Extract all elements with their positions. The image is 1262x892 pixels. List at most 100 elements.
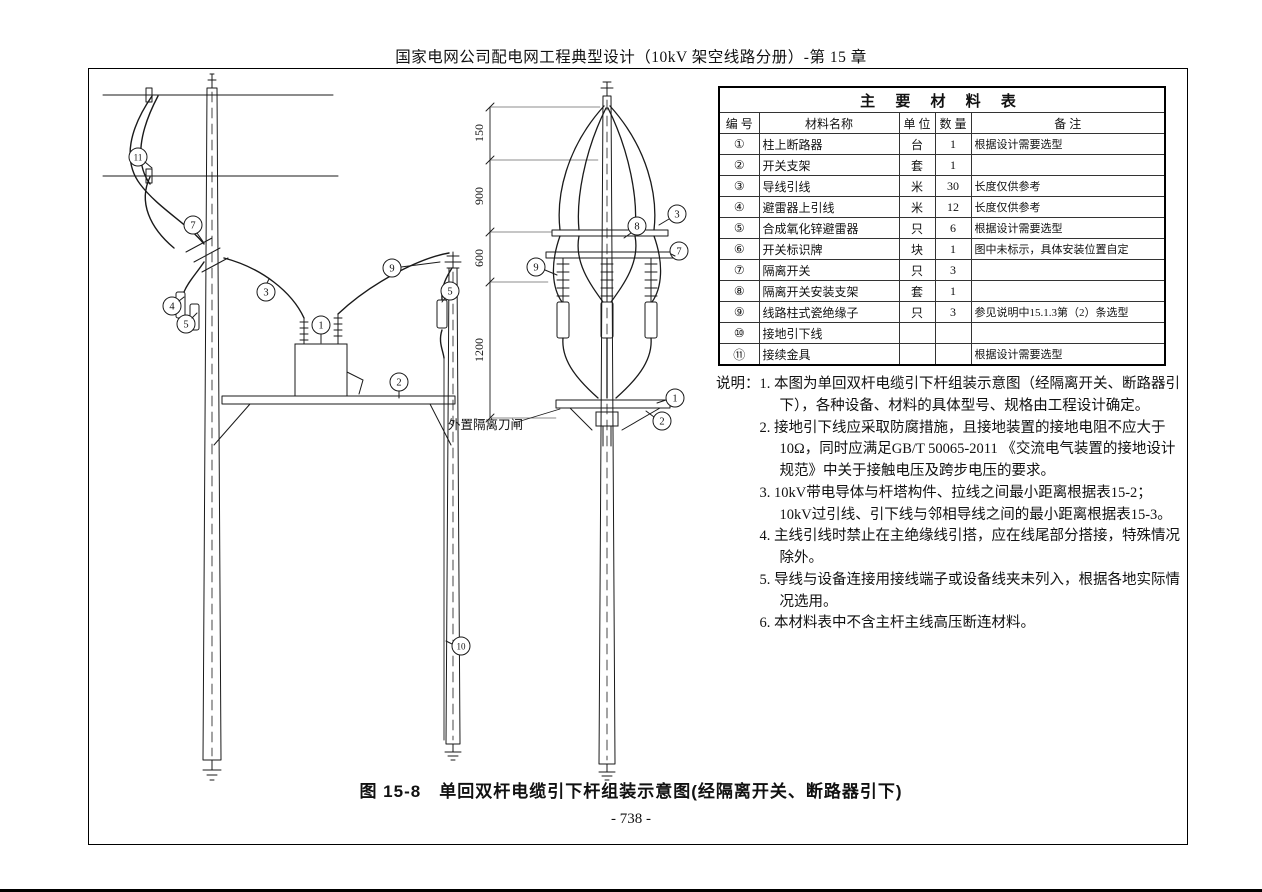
callout-2: 2 bbox=[389, 372, 409, 399]
cell-unit: 块 bbox=[898, 238, 936, 260]
callout-3m: 3 bbox=[658, 204, 687, 226]
center-pole bbox=[598, 81, 616, 781]
dim-label-150: 150 bbox=[472, 124, 486, 142]
callout-9m: 9 bbox=[526, 257, 558, 277]
cell-unit: 套 bbox=[898, 280, 936, 302]
cell-no: ⑥ bbox=[718, 238, 760, 260]
cell-note: 长度仅供参考 bbox=[970, 196, 1166, 218]
note-item: 3. 10kV带电导体与杆塔构件、拉线之间最小距离根据表15-2；10kV过引线… bbox=[759, 484, 1172, 523]
dim-label-600: 600 bbox=[472, 249, 486, 267]
cell-no: ⑧ bbox=[718, 280, 760, 302]
table-header-row: 编 号 材料名称 单 位 数 量 备 注 bbox=[718, 112, 1166, 134]
callout-10: 10 bbox=[445, 636, 471, 656]
note-item: 6. 本材料表中不含主杆主线高压断连材料。 bbox=[759, 615, 1036, 632]
crossarms bbox=[545, 229, 675, 259]
cell-qty: 12 bbox=[934, 196, 972, 218]
cell-qty bbox=[934, 322, 972, 344]
conductor-lines bbox=[102, 87, 339, 184]
terminal-cables bbox=[562, 337, 652, 399]
svg-text:5: 5 bbox=[183, 320, 188, 331]
col-header-name: 材料名称 bbox=[758, 112, 900, 134]
svg-text:9: 9 bbox=[389, 264, 394, 275]
callout-7m: 7 bbox=[669, 241, 689, 261]
cell-unit: 套 bbox=[898, 154, 936, 176]
cell-unit bbox=[898, 322, 936, 344]
cell-no: ⑨ bbox=[718, 301, 760, 323]
svg-text:9: 9 bbox=[533, 263, 538, 274]
cell-qty: 1 bbox=[934, 133, 972, 155]
cell-qty: 1 bbox=[934, 154, 972, 176]
svg-text:2: 2 bbox=[396, 378, 401, 389]
cell-no: ⑪ bbox=[718, 343, 760, 366]
col-header-note: 备 注 bbox=[970, 112, 1166, 134]
callout-9: 9 bbox=[382, 258, 441, 278]
cell-name: 柱上断路器 bbox=[758, 133, 900, 155]
cell-unit: 米 bbox=[898, 196, 936, 218]
cell-note: 根据设计需要选型 bbox=[970, 343, 1166, 366]
callout-2m: 2 bbox=[645, 410, 672, 431]
callout-5b: 5 bbox=[440, 281, 460, 303]
cell-note bbox=[970, 154, 1166, 176]
page-number: - 738 - bbox=[611, 811, 651, 827]
cell-note bbox=[970, 259, 1166, 281]
middle-callouts: 8 3 7 9 1 2 bbox=[526, 204, 689, 431]
cell-no: ⑦ bbox=[718, 259, 760, 281]
cell-unit: 只 bbox=[898, 259, 936, 281]
cell-name: 开关标识牌 bbox=[758, 238, 900, 260]
svg-text:4: 4 bbox=[169, 302, 175, 313]
cell-note bbox=[970, 322, 1166, 344]
callout-1: 1 bbox=[311, 315, 331, 344]
cell-name: 开关支架 bbox=[758, 154, 900, 176]
external-switch-leader bbox=[513, 408, 561, 424]
note-item: 1. 本图为单回双杆电缆引下杆组装示意图（经隔离开关、断路器引下），各种设备、材… bbox=[759, 376, 1181, 414]
col-header-qty: 数 量 bbox=[934, 112, 972, 134]
callout-8: 8 bbox=[623, 216, 647, 239]
left-pole-drawing bbox=[102, 73, 462, 781]
cell-unit bbox=[898, 343, 936, 366]
cell-note: 参见说明中15.1.3第（2）条选型 bbox=[970, 301, 1166, 323]
cell-name: 隔离开关 bbox=[758, 259, 900, 281]
post-insulator bbox=[444, 251, 462, 269]
cell-no: ⑩ bbox=[718, 322, 760, 344]
cell-qty: 3 bbox=[934, 301, 972, 323]
cell-qty: 1 bbox=[934, 238, 972, 260]
svg-text:8: 8 bbox=[634, 222, 639, 233]
col-header-no: 编 号 bbox=[718, 112, 760, 134]
cell-no: ① bbox=[718, 133, 760, 155]
svg-text:2: 2 bbox=[659, 417, 664, 428]
note-item: 5. 导线与设备连接用接线端子或设备线夹未列入，根据各地实际情况选用。 bbox=[759, 571, 1181, 610]
left-callouts: 11 7 4 5 3 1 9 5 2 10 bbox=[128, 147, 471, 656]
dimension-chain bbox=[485, 102, 601, 423]
col-header-unit: 单 位 bbox=[898, 112, 936, 134]
table-title-row: 主 要 材 料 表 bbox=[718, 86, 1166, 113]
svg-text:1: 1 bbox=[318, 321, 323, 332]
notes-items: 1. 本图为单回双杆电缆引下杆组装示意图（经隔离开关、断路器引下），各种设备、材… bbox=[760, 374, 1183, 635]
dim-label-900: 900 bbox=[472, 187, 486, 205]
external-switch-label: 外置隔离刀闸 bbox=[448, 417, 523, 432]
svg-text:3: 3 bbox=[263, 288, 268, 299]
sub-pole bbox=[444, 251, 462, 761]
notes-label: 说明： bbox=[716, 376, 760, 392]
cell-unit: 米 bbox=[898, 175, 936, 197]
cell-name: 隔离开关安装支架 bbox=[758, 280, 900, 302]
cell-qty: 3 bbox=[934, 259, 972, 281]
note-item: 4. 主线引线时禁止在主绝缘线引搭，应在线尾部分搭接，特殊情况除外。 bbox=[759, 528, 1181, 566]
svg-text:10: 10 bbox=[457, 642, 467, 652]
cell-name: 接地引下线 bbox=[758, 322, 900, 344]
figure-caption: 图 15-8 单回双杆电缆引下杆组装示意图(经隔离开关、断路器引下) bbox=[359, 782, 903, 801]
cell-note: 图中未标示，具体安装位置自定 bbox=[970, 238, 1166, 260]
cell-qty: 6 bbox=[934, 217, 972, 239]
cell-name: 导线引线 bbox=[758, 175, 900, 197]
svg-text:1: 1 bbox=[672, 394, 677, 405]
cell-unit: 台 bbox=[898, 133, 936, 155]
callout-5: 5 bbox=[176, 312, 198, 334]
